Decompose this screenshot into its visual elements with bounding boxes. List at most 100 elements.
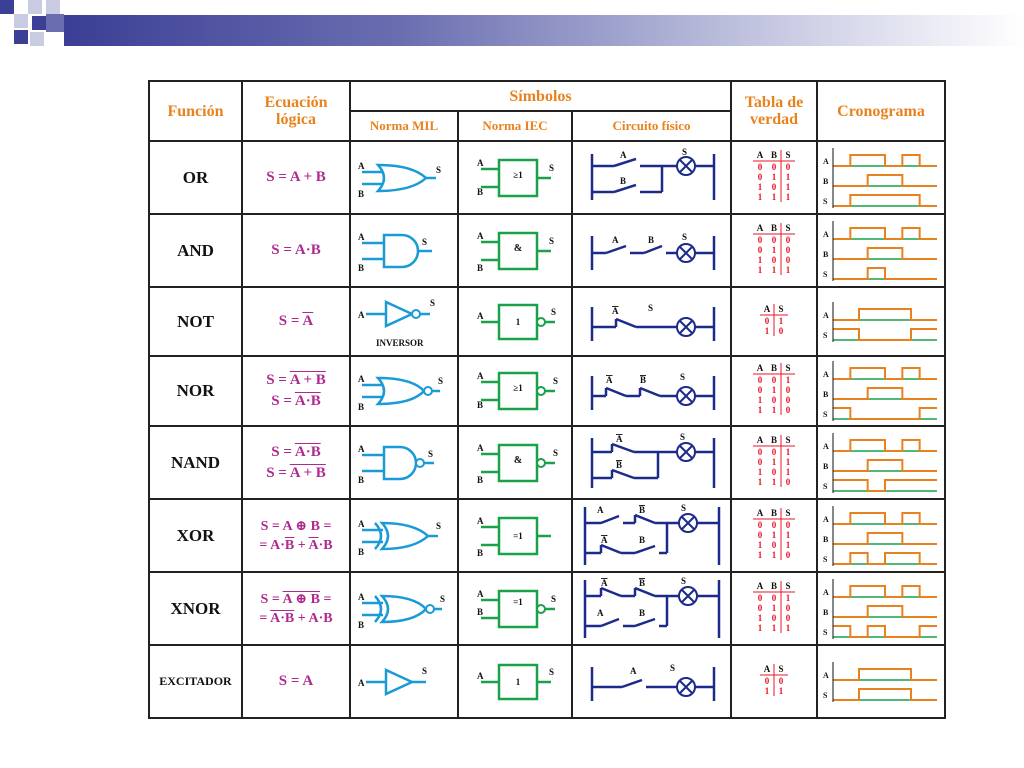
svg-text:=1: =1 xyxy=(513,597,523,607)
svg-text:B: B xyxy=(358,547,364,557)
svg-text:B: B xyxy=(639,608,645,618)
tt-cell: 1 xyxy=(779,316,784,326)
not-gate-iec-icon: 1 A S xyxy=(477,303,557,340)
tt-cell: 0 xyxy=(772,520,777,530)
chrono-lane-label: S xyxy=(823,197,828,206)
tt-cell: 1 xyxy=(779,686,784,696)
tt-cell: 1 xyxy=(758,623,763,633)
svg-text:S: S xyxy=(422,666,427,676)
svg-text:A: A xyxy=(477,158,484,168)
tt-cell: 1 xyxy=(765,686,770,696)
chronogram-nand: ABS xyxy=(823,432,937,493)
iec-symbol: ≥1 A B S xyxy=(457,355,573,427)
tt-cell: 0 xyxy=(786,405,791,415)
svg-text:S: S xyxy=(551,307,556,317)
svg-text:A: A xyxy=(358,592,365,602)
iec-symbol: ≥1 A B S xyxy=(457,140,573,215)
header-circuito: Circuito físico xyxy=(571,110,732,142)
nand-circuit-icon: A B S xyxy=(590,432,715,488)
deco-square xyxy=(46,14,64,32)
func-name: EXCITADOR xyxy=(148,644,243,719)
svg-text:A: A xyxy=(358,374,365,384)
mil-symbol: A B S xyxy=(349,498,459,573)
row-or: OR S = A + B A B S ≥1 A B S xyxy=(148,140,946,215)
tt-cell: 0 xyxy=(765,676,770,686)
tt-cell: 0 xyxy=(758,593,763,603)
row-xnor: XNOR S = A ⊕ B = = A·B + A·B A B S =1 A … xyxy=(148,571,946,646)
header-norma-mil: Norma MIL xyxy=(349,110,459,142)
tt-cell: 1 xyxy=(758,540,763,550)
svg-text:S: S xyxy=(681,576,686,586)
nor-gate-iec-icon: ≥1 A B S xyxy=(477,371,558,411)
svg-text:&: & xyxy=(514,243,522,254)
svg-text:A: A xyxy=(620,150,627,160)
tt-cell: 0 xyxy=(786,245,791,255)
chronogram-xnor: ABS xyxy=(823,578,937,639)
chrono-lane-label: B xyxy=(823,535,829,544)
tt-cell: 0 xyxy=(772,540,777,550)
svg-text:1: 1 xyxy=(516,677,521,687)
row-and: AND S = A·B A B S & A B S xyxy=(148,213,946,288)
svg-text:A: A xyxy=(358,310,365,320)
svg-text:S: S xyxy=(436,521,441,531)
chrono-wave xyxy=(833,458,937,472)
svg-text:A: A xyxy=(358,519,365,529)
tt-cell: 0 xyxy=(772,255,777,265)
svg-text:B: B xyxy=(477,400,483,410)
tt-head: S xyxy=(778,664,783,674)
xnor-gate-mil-icon: A B S xyxy=(358,592,445,630)
svg-text:A: A xyxy=(606,375,613,385)
svg-text:S: S xyxy=(551,594,556,604)
nor-circuit-icon: A B S xyxy=(590,372,715,410)
tt-cell: 1 xyxy=(786,172,791,182)
mil-symbol: A S INVERSOR xyxy=(349,286,459,357)
func-name: OR xyxy=(148,140,243,215)
svg-text:B: B xyxy=(358,402,364,412)
svg-text:A: A xyxy=(477,231,484,241)
svg-text:B: B xyxy=(358,475,364,485)
svg-text:S: S xyxy=(553,448,558,458)
chrono-lane-label: S xyxy=(823,691,828,700)
nor-gate-mil-icon: A B S xyxy=(358,374,443,412)
tt-head: A xyxy=(757,150,764,160)
svg-text:S: S xyxy=(440,594,445,604)
not-gate-mil-icon: A S INVERSOR xyxy=(358,298,435,348)
chrono-wave xyxy=(833,511,937,525)
svg-text:B: B xyxy=(639,578,645,588)
chrono-wave xyxy=(833,407,937,420)
svg-text:A: A xyxy=(612,235,619,245)
svg-text:A: A xyxy=(477,671,484,681)
tt-cell: 0 xyxy=(758,375,763,385)
tt-head: B xyxy=(771,435,777,445)
tt-cell: 0 xyxy=(772,375,777,385)
circuit: A B A B S xyxy=(571,498,732,573)
func-name: NOT xyxy=(148,286,243,357)
chrono-wave xyxy=(833,387,937,400)
svg-text:B: B xyxy=(477,548,483,558)
circuit: A B S xyxy=(571,425,732,500)
svg-text:S: S xyxy=(682,232,687,242)
deco-square xyxy=(46,0,60,14)
chrono-lane-label: B xyxy=(823,390,829,399)
nand-gate-iec-icon: & A B S xyxy=(477,443,558,485)
iec-symbol: 1 A S xyxy=(457,286,573,357)
svg-text:B: B xyxy=(477,263,483,273)
chrono-lane-label: B xyxy=(823,608,829,617)
svg-text:S: S xyxy=(430,298,435,308)
mil-symbol: A B S xyxy=(349,425,459,500)
chrono-lane-label: S xyxy=(823,555,828,564)
xor-circuit-icon: A B A B S xyxy=(583,503,720,565)
tt-head: A xyxy=(764,664,771,674)
chrono-wave xyxy=(833,531,937,545)
equation: S = A + B S = A·B xyxy=(241,355,351,427)
